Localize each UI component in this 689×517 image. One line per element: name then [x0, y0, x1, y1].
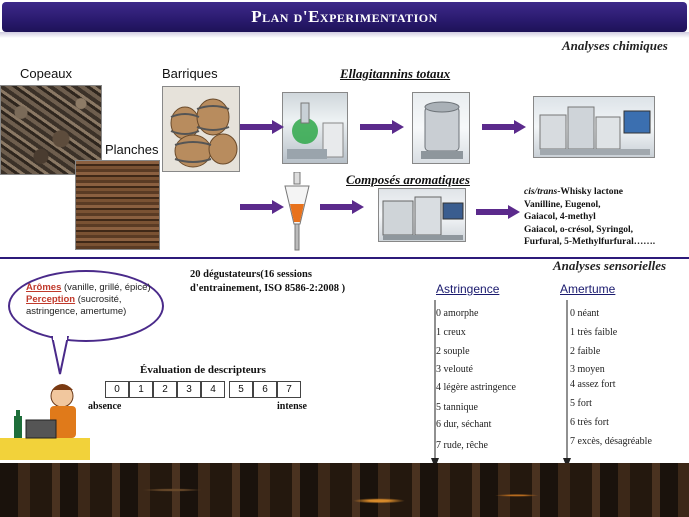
aromes-keyword: Arômes	[26, 282, 62, 293]
amertume-level: 0 néant	[570, 308, 600, 319]
astringence-level: 1 creux	[436, 327, 466, 338]
tasters-info: 20 dégustateurs(16 sessions d'entraineme…	[190, 268, 390, 296]
astringence-level: 4 légère astringence	[436, 382, 516, 393]
arrow-right-icon	[320, 200, 364, 214]
scale-box-0: 0	[105, 381, 129, 398]
chemical-section-label: Analyses chimiques	[562, 38, 668, 53]
arrow-right-icon	[240, 200, 284, 214]
evaporator-photo	[412, 92, 470, 164]
perception-keyword: Perception	[26, 294, 76, 305]
tasters-line: d'entrainement, ISO 8586-2:2008 )	[190, 283, 346, 294]
aromes-details: (vanille, grillé, épicé)	[61, 282, 151, 293]
wood-chips-photo	[0, 85, 102, 175]
scale-box-4: 4	[201, 381, 225, 398]
amertume-level: 6 très fort	[570, 417, 609, 428]
compound-line: Gaiacol, o-crésol, Syringol,	[524, 224, 633, 235]
amertume-level: 2 faible	[570, 346, 601, 357]
compound-line: -Whisky lactone	[557, 187, 623, 197]
cellar-photo-strip	[0, 463, 689, 517]
compound-line: Furfural, 5-Methylfurfural…….	[524, 237, 656, 247]
scale-box-6: 6	[253, 381, 277, 398]
tasters-line: 20 dégustateurs(16 sessions	[190, 269, 312, 280]
scale-box-5: 5	[229, 381, 253, 398]
scale-absence-label: absence	[88, 401, 122, 412]
barriques-label: Barriques	[162, 66, 218, 81]
scale-box-7: 7	[277, 381, 301, 398]
title-banner: Plan d'Experimentation	[2, 2, 687, 32]
astringence-level: 6 dur, séchant	[436, 419, 492, 430]
aromatic-compounds-heading: Composés aromatiques	[346, 172, 470, 187]
copeaux-label: Copeaux	[20, 66, 73, 81]
perception-details: (sucrosité, astringence, amertume)	[26, 294, 127, 317]
taster-illustration	[0, 384, 90, 460]
separatory-funnel-icon	[284, 172, 310, 251]
astringence-level: 5 tannique	[436, 402, 478, 413]
astringence-level: 3 velouté	[436, 364, 473, 375]
banner-shadow	[0, 32, 689, 38]
arrow-right-icon	[240, 120, 284, 134]
astringence-level: 7 rude, rêche	[436, 440, 488, 451]
bubble-text: Arômes (vanille, grillé, épicé) Percepti…	[26, 282, 156, 318]
speech-bubble	[8, 270, 164, 342]
cis-trans-prefix: cis/trans	[524, 187, 558, 197]
evaluation-title: Évaluation de descripteurs	[140, 364, 266, 376]
astringence-level: 0 amorphe	[436, 308, 479, 319]
wood-planks-photo	[75, 160, 160, 250]
scale-box-1: 1	[129, 381, 153, 398]
astringence-level: 2 souple	[436, 346, 470, 357]
scale-box-2: 2	[153, 381, 177, 398]
amertume-level: 1 très faible	[570, 327, 618, 338]
amertume-level: 5 fort	[570, 398, 592, 409]
barrels-photo	[162, 86, 240, 172]
section-divider	[0, 257, 689, 259]
amertume-heading: Amertume	[560, 282, 616, 296]
scale-box-3: 3	[177, 381, 201, 398]
sensory-section-label: Analyses sensorielles	[553, 258, 667, 273]
astringence-heading: Astringence	[436, 282, 500, 296]
extraction-photo	[282, 92, 348, 164]
gc-ms-photo	[378, 188, 466, 242]
compound-line: Vanilline, Eugenol,	[524, 199, 601, 210]
scale-intense-label: intense	[277, 401, 307, 412]
hplc-photo	[533, 96, 655, 158]
planches-label: Planches	[105, 142, 159, 157]
compound-line: Gaiacol, 4-methyl	[524, 212, 596, 222]
arrow-right-icon	[360, 120, 404, 134]
arrow-right-icon	[482, 120, 526, 134]
aromatic-compounds-list: cis/trans-Whisky lactone Vanilline, Euge…	[524, 186, 689, 249]
bubble-tail	[50, 336, 70, 375]
amertume-level: 7 excès, désagréable	[570, 436, 652, 447]
amertume-level: 3 moyen	[570, 364, 605, 375]
ellagitannins-heading: Ellagitannins totaux	[340, 66, 451, 81]
amertume-level: 4 assez fort	[570, 379, 616, 390]
arrow-right-icon	[476, 205, 520, 219]
page-title: Plan d'Experimentation	[251, 7, 438, 26]
